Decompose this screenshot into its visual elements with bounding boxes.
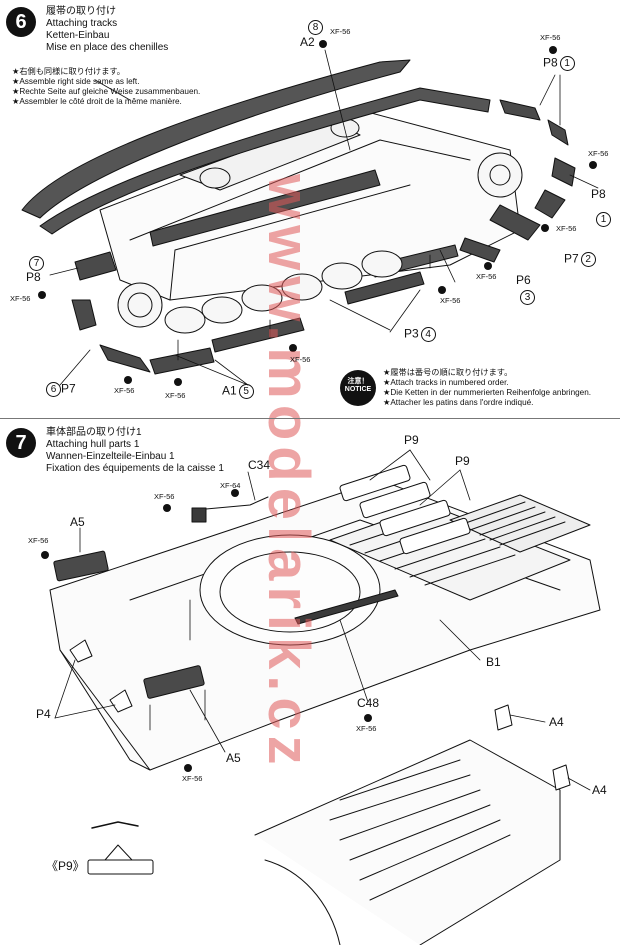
caution-fr: ★Attacher les patins dans l'ordre indiqu… <box>383 398 534 407</box>
upper-track-run <box>21 59 491 235</box>
label-a4-bottom: A4 <box>592 783 607 797</box>
notice-badge-en: NOTICE <box>344 385 372 393</box>
paint-p8-right: XF-56 <box>588 149 609 158</box>
paint-a5-top: XF-56 <box>28 536 49 545</box>
idler-track-pieces <box>71 251 215 375</box>
paint-a2: XF-56 <box>330 27 351 36</box>
step7-title-de: Wannen-Einzelteile-Einbau 1 <box>46 451 175 462</box>
label-a2-order: 8 <box>306 20 323 35</box>
step-7-badge: 7 <box>6 428 36 458</box>
caution-en: ★Attach tracks in numbered order. <box>383 378 509 387</box>
label-p8-right-order: 1 <box>594 212 611 227</box>
label-p9-detail: 《P9》 <box>46 859 85 873</box>
caution-ja: ★履帯は番号の順に取り付けます。 <box>383 368 513 377</box>
paint-p8-left: XF-56 <box>10 294 31 303</box>
step6-note-de: ★Rechte Seite auf gleiche Weise zusammen… <box>12 87 201 96</box>
p4-parts <box>69 639 133 713</box>
paint-p7-right: XF-56 <box>556 224 577 233</box>
step-6-badge: 6 <box>6 7 36 37</box>
watermark-text: www.modelarik.cz <box>256 174 321 771</box>
label-a4-top: A4 <box>549 715 564 729</box>
sprocket-track-pieces <box>459 99 576 263</box>
paint-p8-top: XF-56 <box>540 33 561 42</box>
notice-badge: 注意！ NOTICE <box>340 370 376 406</box>
label-p6-order: 3 <box>518 290 535 305</box>
p9-detail-inset <box>87 821 154 875</box>
step6-note-fr: ★Assembler le côté droit de la même mani… <box>12 97 182 106</box>
paint-p3: XF-56 <box>290 355 311 364</box>
paint-p6-lower: XF-56 <box>440 296 461 305</box>
label-p8-left-order: 7 <box>27 256 44 271</box>
paint-a1: XF-56 <box>165 391 186 400</box>
step7-title-en: Attaching hull parts 1 <box>46 439 140 450</box>
step7-leader-lines <box>54 449 591 791</box>
step6-title-fr: Mise en place des chenilles <box>46 42 169 53</box>
label-c34: C34 <box>248 458 271 472</box>
step6-hull-drawing <box>99 109 521 301</box>
p9-grille-plates <box>339 464 471 555</box>
step6-title-ja: 履帯の取り付け <box>46 6 116 17</box>
paint-c34: XF-64 <box>220 481 241 490</box>
c48-c34-parts <box>191 496 399 625</box>
label-c48: C48 <box>357 696 380 710</box>
step6-note-en: ★Assemble right side same as left. <box>12 77 140 86</box>
paint-p6: XF-56 <box>476 272 497 281</box>
label-p6: P6 <box>516 273 531 287</box>
lower-hull-panel <box>254 704 571 945</box>
label-p8-left: P8 <box>26 270 41 284</box>
label-b1: B1 <box>486 655 501 669</box>
label-a5-bottom: A5 <box>226 751 241 765</box>
step6-title-en: Attaching tracks <box>46 18 118 29</box>
step-divider <box>0 418 620 419</box>
label-p4: P4 <box>36 707 51 721</box>
label-a2: A2 <box>300 35 315 49</box>
step7-title-ja: 車体部品の取り付け1 <box>46 427 142 438</box>
label-p9-b: P9 <box>455 454 470 468</box>
notice-badge-ja: 注意！ <box>347 378 369 385</box>
label-p9-a: P9 <box>404 433 419 447</box>
step7-title-fr: Fixation des équipements de la caisse 1 <box>46 463 224 474</box>
paint-p7-left: XF-56 <box>114 386 135 395</box>
paint-c34-base: XF-56 <box>154 492 175 501</box>
paint-c48: XF-56 <box>356 724 377 733</box>
step6-note-ja: ★右側も同様に取り付けます。 <box>12 67 125 76</box>
label-p8-right: P8 <box>591 187 606 201</box>
step6-leader-lines <box>49 49 599 386</box>
a5-tool-boxes <box>53 550 205 699</box>
road-wheels <box>117 152 523 334</box>
step7-hull-top-drawing <box>49 479 601 771</box>
paint-markers <box>38 40 597 772</box>
caution-de: ★Die Ketten in der nummerierten Reihenfo… <box>383 388 592 397</box>
label-a5-top: A5 <box>70 515 85 529</box>
paint-a5-bottom: XF-56 <box>182 774 203 783</box>
step6-title-de: Ketten-Einbau <box>46 30 110 41</box>
lower-track-segments <box>149 169 459 353</box>
